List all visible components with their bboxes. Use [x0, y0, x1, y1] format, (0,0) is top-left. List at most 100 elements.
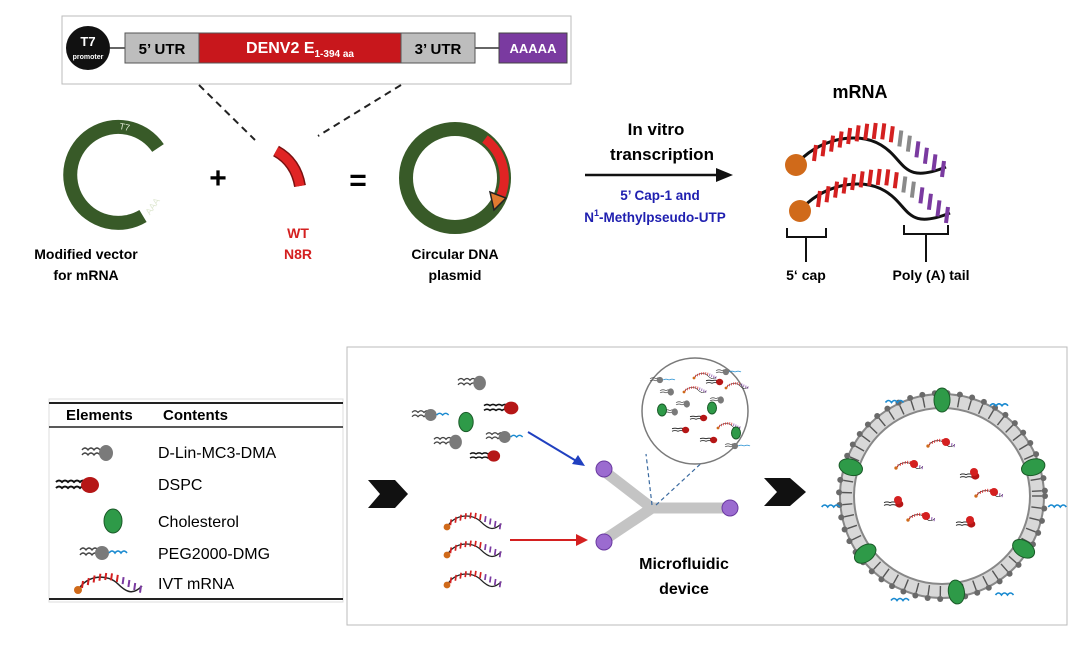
rna-base-icon: [490, 518, 491, 524]
lnp-shell-head: [900, 588, 906, 594]
mc3-head-icon: [449, 435, 462, 449]
rna-base-icon: [465, 571, 466, 577]
mrna-base: [874, 123, 876, 139]
legend-header-elements: Elements: [66, 407, 133, 424]
tail-label: Poly (A) tail: [892, 267, 969, 283]
rna-base-icon: [140, 586, 141, 593]
mc3-head-icon: [718, 396, 724, 403]
lnp-dspc-head: [990, 488, 998, 496]
lnp-shell-head: [1041, 506, 1047, 512]
rna-cap-icon: [926, 444, 929, 447]
rna-cap-icon: [444, 524, 451, 531]
plasmid-caption-line2: plasmid: [429, 267, 482, 283]
lnp-shell-head: [907, 395, 913, 401]
rna-base-icon: [495, 579, 496, 585]
rna-cap-icon: [894, 466, 897, 469]
rna-base-icon: [495, 521, 496, 527]
dashed-line-right: [318, 85, 401, 136]
rna-cap-icon: [717, 427, 720, 430]
lnp-shell-head: [1039, 518, 1045, 524]
mc3-head-icon: [668, 388, 674, 395]
lnp-shell-head: [837, 477, 843, 483]
rna-base-icon: [500, 551, 501, 557]
lnp-dspc-head: [942, 438, 950, 446]
lnp-shell-head: [842, 527, 848, 533]
ivt-line2: transcription: [610, 145, 714, 164]
legend-item-dspc: DSPC: [158, 477, 202, 494]
rna-base-icon: [490, 546, 491, 552]
rna-cap-icon: [693, 377, 696, 380]
rna-base-icon: [485, 544, 486, 550]
mrna-base: [916, 141, 918, 157]
polya-label: AAAAA: [510, 41, 558, 56]
dspc-head-icon: [700, 415, 707, 421]
cholesterol-icon: [658, 404, 667, 416]
cholesterol-icon: [104, 509, 122, 533]
mrna-base: [937, 200, 939, 216]
rna-cap-icon: [725, 387, 728, 390]
rna-base-icon: [455, 517, 456, 523]
lnp-shell-head: [937, 596, 943, 602]
modified-vector: T7 AAA Modified vector for mRNA: [34, 121, 162, 283]
mrna-base: [946, 207, 948, 223]
peg-head-icon: [425, 409, 437, 421]
ivt-sub2-rest: -Methylpseudo-UTP: [599, 210, 726, 225]
peg-head-icon: [499, 431, 511, 443]
rna-base-icon: [460, 543, 461, 549]
mrna-base: [929, 194, 931, 210]
rna-base-icon: [455, 575, 456, 581]
dashed-line-left: [199, 85, 255, 140]
lnp-shell-head: [974, 590, 980, 596]
cap-bracket: [787, 228, 826, 237]
lnp-shell-head: [1020, 430, 1026, 436]
legend-item-mc3: D-Lin-MC3-DMA: [158, 445, 277, 462]
lnp-shell-head: [857, 431, 863, 437]
mrna-base: [827, 186, 829, 202]
ivt-sub2-prefix: N: [584, 210, 594, 225]
lnp-dspc-head: [910, 460, 918, 468]
mrna-base: [878, 169, 880, 185]
lnp-shell-head: [997, 578, 1003, 584]
mrna-base: [886, 169, 888, 185]
rna-base-icon: [475, 513, 476, 519]
dna-construct: T7 promoter 5’ UTR DENV2 E1-394 aa 3’ UT…: [62, 16, 571, 140]
lnp-shell-lipid: [1032, 491, 1042, 492]
rna-base-icon: [99, 574, 100, 581]
peg-head-icon: [732, 443, 738, 449]
lnp-shell-head: [1033, 451, 1039, 457]
rna-base-icon: [480, 542, 481, 548]
rna-base-icon: [128, 580, 129, 587]
legend-header-contents: Contents: [163, 407, 228, 424]
mc3-head-icon: [99, 445, 113, 461]
vector-caption-line2: for mRNA: [53, 267, 118, 283]
rna-base-icon: [134, 583, 135, 590]
peg-head-icon: [723, 369, 729, 375]
legend-item-cholesterol: Cholesterol: [158, 514, 239, 531]
mrna-base: [840, 132, 842, 148]
lnp-inner-core: [854, 408, 1030, 584]
mrna-base: [814, 145, 816, 161]
microfluidic-panel: Microfluidic device: [347, 347, 1067, 625]
lnp-shell-head: [1040, 475, 1046, 481]
lnp-shell-head: [865, 421, 871, 427]
mrna-base: [852, 174, 854, 190]
mrna-base: [925, 148, 927, 164]
rna-base-icon: [500, 581, 501, 587]
insert-label-wt: WT: [287, 225, 309, 241]
mrna-product: mRNA 5‘ cap Poly (A) tail: [785, 82, 970, 283]
rna-base-icon: [485, 574, 486, 580]
lnp-dspc-head: [922, 512, 930, 520]
legend: Elements Contents D-Lin-MC3-DMA DSPC Cho…: [49, 399, 343, 602]
dspc-head-icon: [710, 437, 717, 443]
dspc-head-icon: [716, 379, 723, 385]
mrna-base: [823, 140, 825, 156]
rna-base-icon: [465, 541, 466, 547]
mrna-base: [869, 170, 871, 186]
cholesterol-icon: [708, 402, 717, 414]
ivt-step: In vitro transcription 5’ Cap-1 and N1-M…: [584, 120, 733, 225]
gene-range: 1-394 aa: [314, 49, 354, 60]
lnp-shell-head: [878, 576, 884, 582]
rna-base-icon: [475, 541, 476, 547]
rna-base-icon: [495, 549, 496, 555]
lnp-shell-head: [884, 406, 890, 412]
